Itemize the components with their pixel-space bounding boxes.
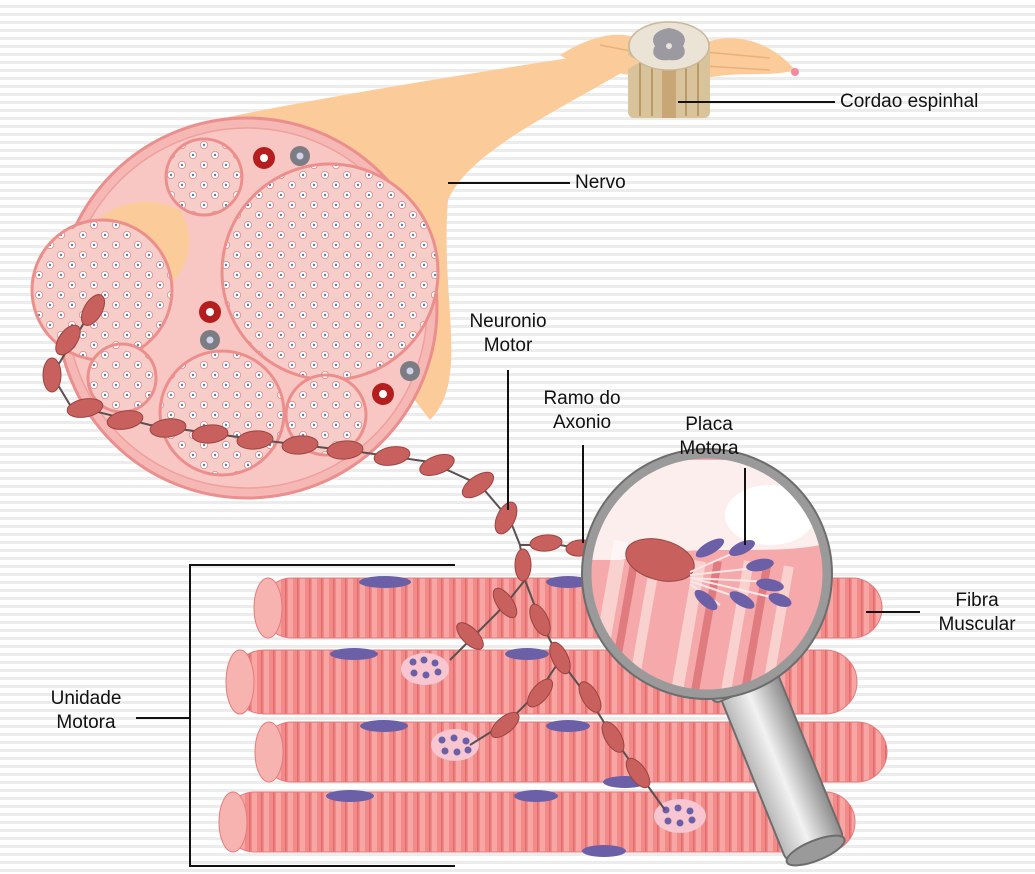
label-motor-plate: Placa Motora: [664, 413, 754, 461]
label-muscle-fiber: Fibra Muscular: [922, 589, 1032, 637]
label-spinal-cord: Cordao espinhal: [840, 90, 978, 114]
label-axon-branch: Ramo do Axonio: [532, 387, 632, 435]
label-nerve: Nervo: [575, 171, 626, 195]
label-motor-neuron: Neuronio Motor: [458, 310, 558, 358]
muscle-fiber: [219, 790, 855, 857]
label-motor-unit: Unidade Motora: [36, 687, 136, 735]
